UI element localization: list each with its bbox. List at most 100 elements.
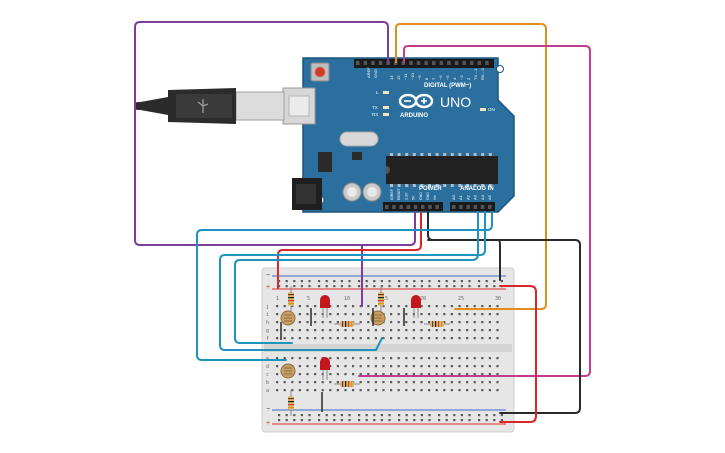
rail-hole[interactable] [348, 280, 351, 283]
terminal-hole[interactable] [306, 389, 309, 392]
rail-hole[interactable] [348, 414, 351, 417]
rail-hole[interactable] [453, 419, 456, 422]
rail-hole[interactable] [388, 419, 391, 422]
terminal-hole[interactable] [344, 389, 347, 392]
terminal-hole[interactable] [367, 373, 370, 376]
rail-hole[interactable] [300, 280, 303, 283]
terminal-hole[interactable] [397, 313, 400, 316]
terminal-hole[interactable] [420, 389, 423, 392]
terminal-hole[interactable] [443, 321, 446, 324]
rail-hole[interactable] [485, 280, 488, 283]
terminal-hole[interactable] [428, 329, 431, 332]
rail-hole[interactable] [478, 414, 481, 417]
terminal-hole[interactable] [306, 357, 309, 360]
rail-hole[interactable] [485, 414, 488, 417]
rail-hole[interactable] [485, 285, 488, 288]
terminal-hole[interactable] [298, 373, 301, 376]
terminal-hole[interactable] [321, 389, 324, 392]
terminal-hole[interactable] [488, 329, 491, 332]
terminal-hole[interactable] [466, 381, 469, 384]
rail-hole[interactable] [445, 280, 448, 283]
terminal-hole[interactable] [450, 305, 453, 308]
rail-hole[interactable] [428, 280, 431, 283]
terminal-hole[interactable] [314, 321, 317, 324]
terminal-hole[interactable] [352, 373, 355, 376]
terminal-hole[interactable] [496, 337, 499, 340]
terminal-hole[interactable] [443, 389, 446, 392]
terminal-hole[interactable] [352, 329, 355, 332]
terminal-hole[interactable] [435, 313, 438, 316]
rail-hole[interactable] [325, 419, 328, 422]
rail-hole[interactable] [493, 419, 496, 422]
terminal-hole[interactable] [291, 305, 294, 308]
terminal-hole[interactable] [336, 365, 339, 368]
rail-hole[interactable] [278, 285, 281, 288]
terminal-hole[interactable] [344, 365, 347, 368]
rail-hole[interactable] [405, 414, 408, 417]
terminal-hole[interactable] [450, 381, 453, 384]
terminal-hole[interactable] [367, 329, 370, 332]
terminal-hole[interactable] [466, 389, 469, 392]
rail-hole[interactable] [348, 419, 351, 422]
rail-hole[interactable] [493, 414, 496, 417]
terminal-hole[interactable] [443, 357, 446, 360]
rail-hole[interactable] [445, 285, 448, 288]
terminal-hole[interactable] [496, 305, 499, 308]
terminal-hole[interactable] [276, 373, 279, 376]
terminal-hole[interactable] [283, 381, 286, 384]
terminal-hole[interactable] [329, 337, 332, 340]
rail-hole[interactable] [300, 414, 303, 417]
terminal-hole[interactable] [473, 305, 476, 308]
terminal-hole[interactable] [466, 329, 469, 332]
rail-hole[interactable] [438, 419, 441, 422]
terminal-hole[interactable] [481, 321, 484, 324]
terminal-hole[interactable] [390, 313, 393, 316]
rail-hole[interactable] [325, 414, 328, 417]
rail-hole[interactable] [285, 419, 288, 422]
rail-hole[interactable] [453, 414, 456, 417]
rail-hole[interactable] [468, 285, 471, 288]
rail-hole[interactable] [453, 285, 456, 288]
rail-hole[interactable] [380, 280, 383, 283]
wire-black[interactable] [427, 211, 581, 414]
terminal-hole[interactable] [276, 389, 279, 392]
terminal-hole[interactable] [496, 357, 499, 360]
terminal-hole[interactable] [412, 389, 415, 392]
terminal-hole[interactable] [390, 357, 393, 360]
terminal-hole[interactable] [420, 313, 423, 316]
rail-hole[interactable] [445, 419, 448, 422]
terminal-hole[interactable] [450, 321, 453, 324]
led[interactable] [411, 295, 421, 318]
terminal-hole[interactable] [291, 357, 294, 360]
terminal-hole[interactable] [352, 305, 355, 308]
terminal-hole[interactable] [450, 357, 453, 360]
wire-magenta[interactable] [358, 45, 591, 377]
terminal-hole[interactable] [420, 321, 423, 324]
terminal-hole[interactable] [298, 313, 301, 316]
rail-hole[interactable] [358, 285, 361, 288]
terminal-hole[interactable] [276, 313, 279, 316]
rail-hole[interactable] [413, 419, 416, 422]
led[interactable] [320, 357, 330, 380]
terminal-hole[interactable] [443, 373, 446, 376]
terminal-hole[interactable] [367, 365, 370, 368]
terminal-hole[interactable] [496, 313, 499, 316]
terminal-hole[interactable] [488, 373, 491, 376]
rail-hole[interactable] [318, 285, 321, 288]
terminal-hole[interactable] [466, 313, 469, 316]
power-header[interactable] [383, 202, 443, 211]
rail-hole[interactable] [453, 280, 456, 283]
wire-teal[interactable] [196, 211, 493, 361]
rail-hole[interactable] [278, 419, 281, 422]
rail-hole[interactable] [308, 414, 311, 417]
header-pin[interactable] [447, 61, 451, 65]
header-pin[interactable] [428, 205, 432, 209]
terminal-hole[interactable] [367, 321, 370, 324]
terminal-hole[interactable] [367, 337, 370, 340]
terminal-hole[interactable] [488, 389, 491, 392]
terminal-hole[interactable] [336, 357, 339, 360]
rail-hole[interactable] [285, 285, 288, 288]
terminal-hole[interactable] [314, 329, 317, 332]
terminal-hole[interactable] [336, 329, 339, 332]
terminal-hole[interactable] [374, 389, 377, 392]
